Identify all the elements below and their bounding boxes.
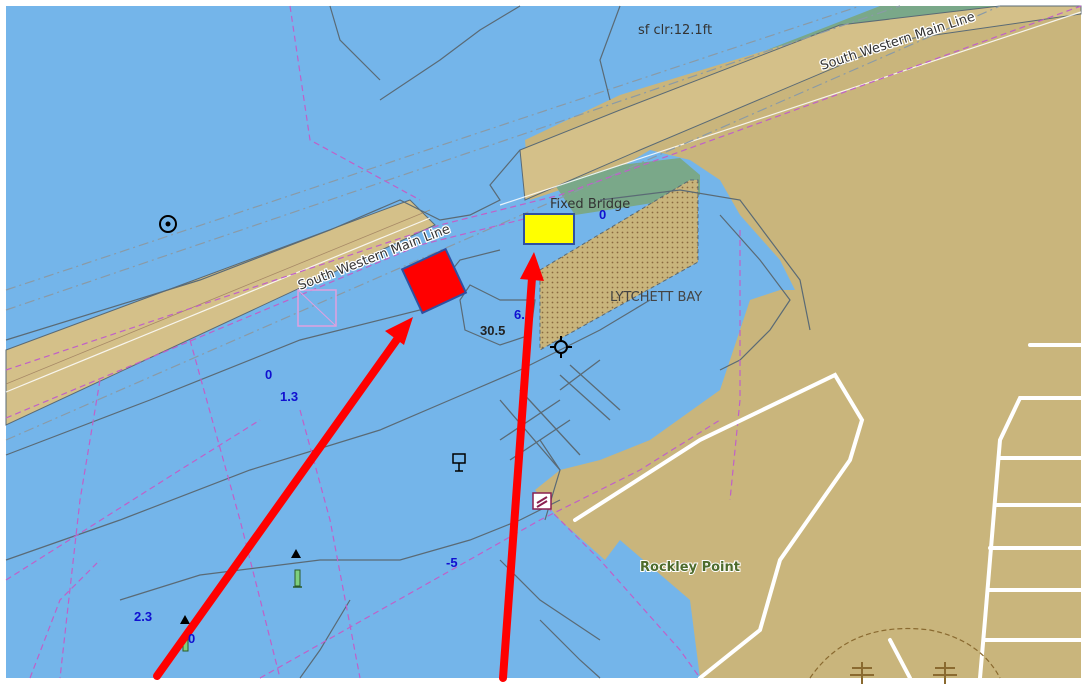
depth-contours bbox=[5, 5, 811, 679]
bridge-label: Fixed Bridge bbox=[550, 197, 630, 212]
red-arrow-left bbox=[153, 317, 413, 680]
railway-embankment-right bbox=[519, 5, 1082, 201]
sounding: 30.5 bbox=[480, 323, 505, 338]
clearance-label: sf clr:12.1ft bbox=[638, 23, 712, 38]
sounding: 6. bbox=[514, 307, 525, 322]
wreck-icon[interactable] bbox=[550, 336, 572, 358]
sounding: 2.3 bbox=[134, 609, 152, 624]
yellow-rectangle-marker[interactable] bbox=[523, 213, 575, 245]
sounding: 0 bbox=[188, 631, 195, 646]
bay-label: LYTCHETT BAY bbox=[610, 290, 702, 305]
point-label: Rockley Point bbox=[640, 560, 740, 575]
notice-board-icon[interactable] bbox=[452, 453, 466, 472]
railway-embankment-left bbox=[5, 199, 436, 426]
restricted-area-icon[interactable] bbox=[297, 289, 337, 327]
tree-icon bbox=[850, 662, 957, 684]
topmark-circle-icon[interactable] bbox=[159, 215, 177, 233]
land-mass bbox=[525, 6, 1081, 678]
railway-lines bbox=[5, 11, 1082, 393]
marina-icon[interactable] bbox=[532, 492, 552, 510]
cable-lines bbox=[5, 5, 1001, 441]
boundary-dashed bbox=[809, 627, 1001, 679]
red-square-marker[interactable] bbox=[400, 247, 468, 315]
beacon-triangle-icon[interactable] bbox=[291, 549, 301, 558]
beacon-triangle-icon-2[interactable] bbox=[180, 615, 190, 624]
marsh-area bbox=[539, 179, 699, 351]
sounding: 0 bbox=[599, 207, 606, 222]
red-arrow-right bbox=[499, 252, 544, 682]
sounding: -5 bbox=[446, 555, 458, 570]
sounding: 0 bbox=[265, 367, 272, 382]
spar-buoy-icon[interactable] bbox=[293, 569, 302, 588]
roads bbox=[573, 343, 1083, 680]
sounding: 1.3 bbox=[280, 389, 298, 404]
limit-lines bbox=[5, 5, 1082, 679]
